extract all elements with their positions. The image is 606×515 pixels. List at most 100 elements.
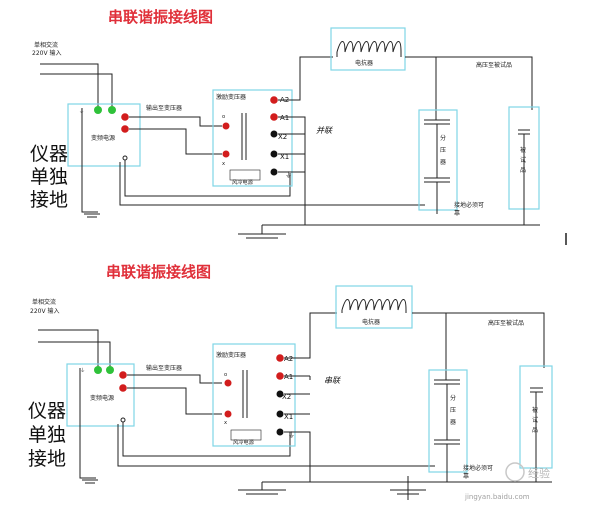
watermark-text: 经验 — [528, 466, 550, 480]
inverter-power-box — [67, 103, 141, 167]
input-label-2: 220V 输入 — [32, 49, 61, 57]
terminal-A1-node — [276, 372, 284, 380]
reactor-coil-leads — [336, 52, 402, 57]
divider-char-2: 压 — [450, 407, 456, 414]
exciter-mark-o: o — [224, 372, 227, 378]
terminal-A2-label: A2 — [284, 355, 293, 363]
diagram-panel-2: 串联谐振接线图 单相交流 220V 输入 变频电源 ⏚ 输出至变压器 激励变压器… — [28, 263, 553, 500]
instrument-ground-symbol — [82, 479, 98, 484]
instrument-ground-symbol — [84, 213, 100, 218]
divider-char-1: 分 — [440, 134, 446, 142]
reactor-label: 电抗器 — [355, 59, 373, 67]
reactor-coil-leads — [341, 310, 407, 313]
divider-cap-bottom — [434, 384, 460, 482]
input-terminal-green-1 — [94, 106, 102, 114]
instrument-ground-text-3: 接地 — [30, 189, 68, 211]
terminal-X1-node — [270, 150, 278, 158]
inverter-ground-mark: ⏚ — [80, 367, 85, 374]
mode-label: 串联 — [324, 376, 341, 385]
reactor-box — [335, 285, 413, 329]
terminal-ground-label: ⏚ — [288, 431, 295, 439]
terminal-X2-label: X2 — [282, 393, 291, 401]
wire-reactor-hv — [405, 56, 533, 110]
wire-inv-exc-1 — [129, 116, 222, 127]
ground-note-2: 靠 — [463, 472, 469, 480]
voltage-divider-box — [428, 369, 468, 473]
input-wire-N — [38, 341, 111, 370]
output-terminal-red-1 — [119, 371, 127, 379]
test-object-cap — [518, 129, 530, 225]
output-label: 输出至变压器 — [146, 104, 182, 112]
input-terminal-green-2 — [108, 106, 116, 114]
divider-char-3: 器 — [450, 419, 456, 426]
inverter-label: 变频电源 — [91, 134, 115, 142]
inverter-power-box — [66, 363, 135, 427]
diagram-panel-1: 串联谐振接线图 单相交流 220V 输入 变频电源 ⏚ 输出至变压器 激励变压器… — [30, 8, 567, 245]
watermark: 经验 jingyan.baidu.com — [464, 462, 550, 501]
wire-signal-2 — [117, 424, 435, 467]
reactor-coil — [341, 299, 407, 311]
input-wire-N — [40, 73, 113, 108]
terminal-X2-node — [276, 390, 284, 398]
output-terminal-red-1 — [121, 113, 129, 121]
terminal-ground-node — [270, 168, 278, 176]
diagram-title: 串联谐振接线图 — [106, 263, 211, 281]
exciter-mark-x: x — [224, 420, 227, 426]
divider-char-1: 分 — [450, 394, 456, 402]
exciter-primary-1 — [224, 379, 232, 387]
diagram-title: 串联谐振接线图 — [108, 8, 213, 26]
fan-power-box — [230, 429, 262, 441]
divider-char-3: 器 — [440, 159, 446, 166]
test-char-3: 品 — [520, 167, 526, 174]
input-terminal-green-1 — [94, 366, 102, 374]
terminal-ground-node — [276, 428, 284, 436]
wire-reactor-hv — [412, 312, 545, 368]
test-char-3: 品 — [532, 427, 538, 434]
divider-cap-bottom — [424, 124, 450, 214]
exciter-label: 激励变压器 — [216, 93, 246, 101]
exciter-primary-1 — [222, 122, 230, 130]
ground-note-1: 接地必须可 — [454, 201, 484, 209]
wire-inv-exc-1 — [127, 374, 222, 384]
voltage-divider-box — [418, 109, 458, 211]
instrument-ground-text-2: 单独 — [28, 424, 66, 446]
terminal-A1-label: A1 — [280, 114, 289, 122]
ground-note-1: 接地必须可 — [463, 464, 493, 472]
instrument-ground-text-1: 仪器 — [28, 400, 66, 422]
output-terminal-red-2 — [121, 125, 129, 133]
inverter-label: 变频电源 — [90, 394, 114, 402]
test-char-1: 被 — [520, 146, 526, 154]
wire-A1 — [278, 116, 306, 210]
paw-icon — [505, 462, 525, 482]
input-wire-L — [40, 63, 99, 108]
terminal-A2-node — [270, 96, 278, 104]
reactor-coil — [336, 41, 402, 53]
exciter-primary-2 — [222, 150, 230, 158]
exciter-core — [241, 113, 247, 160]
terminal-A1-node — [270, 113, 278, 121]
output-label: 输出至变压器 — [146, 364, 182, 372]
test-char-1: 被 — [532, 406, 538, 414]
hv-label: 高压至被试品 — [476, 61, 512, 69]
output-terminal-small — [122, 155, 128, 161]
input-label-1: 单相交流 — [34, 41, 58, 49]
terminal-X1-label: X1 — [284, 413, 293, 421]
terminal-ground-label: ⏚ — [285, 171, 292, 179]
secondary-ground-symbol — [390, 476, 426, 500]
divider-char-2: 压 — [440, 147, 446, 154]
instrument-ground-text-3: 接地 — [28, 448, 66, 470]
main-ground-symbol — [238, 482, 286, 495]
input-label-1: 单相交流 — [32, 298, 56, 306]
test-char-2: 试 — [532, 416, 538, 424]
wire-inv-exc-2 — [129, 128, 222, 155]
output-terminal-red-2 — [119, 384, 127, 392]
test-char-2: 试 — [520, 156, 526, 164]
main-ground-bus — [304, 210, 540, 226]
terminal-X1-label: X1 — [280, 153, 289, 161]
wire-A2-reactor — [284, 312, 337, 359]
terminal-A2-node — [276, 354, 284, 362]
exciter-transformer-box — [212, 343, 296, 447]
exciter-mark-o: o — [222, 114, 225, 120]
wire-inv-exc-2 — [127, 387, 222, 415]
